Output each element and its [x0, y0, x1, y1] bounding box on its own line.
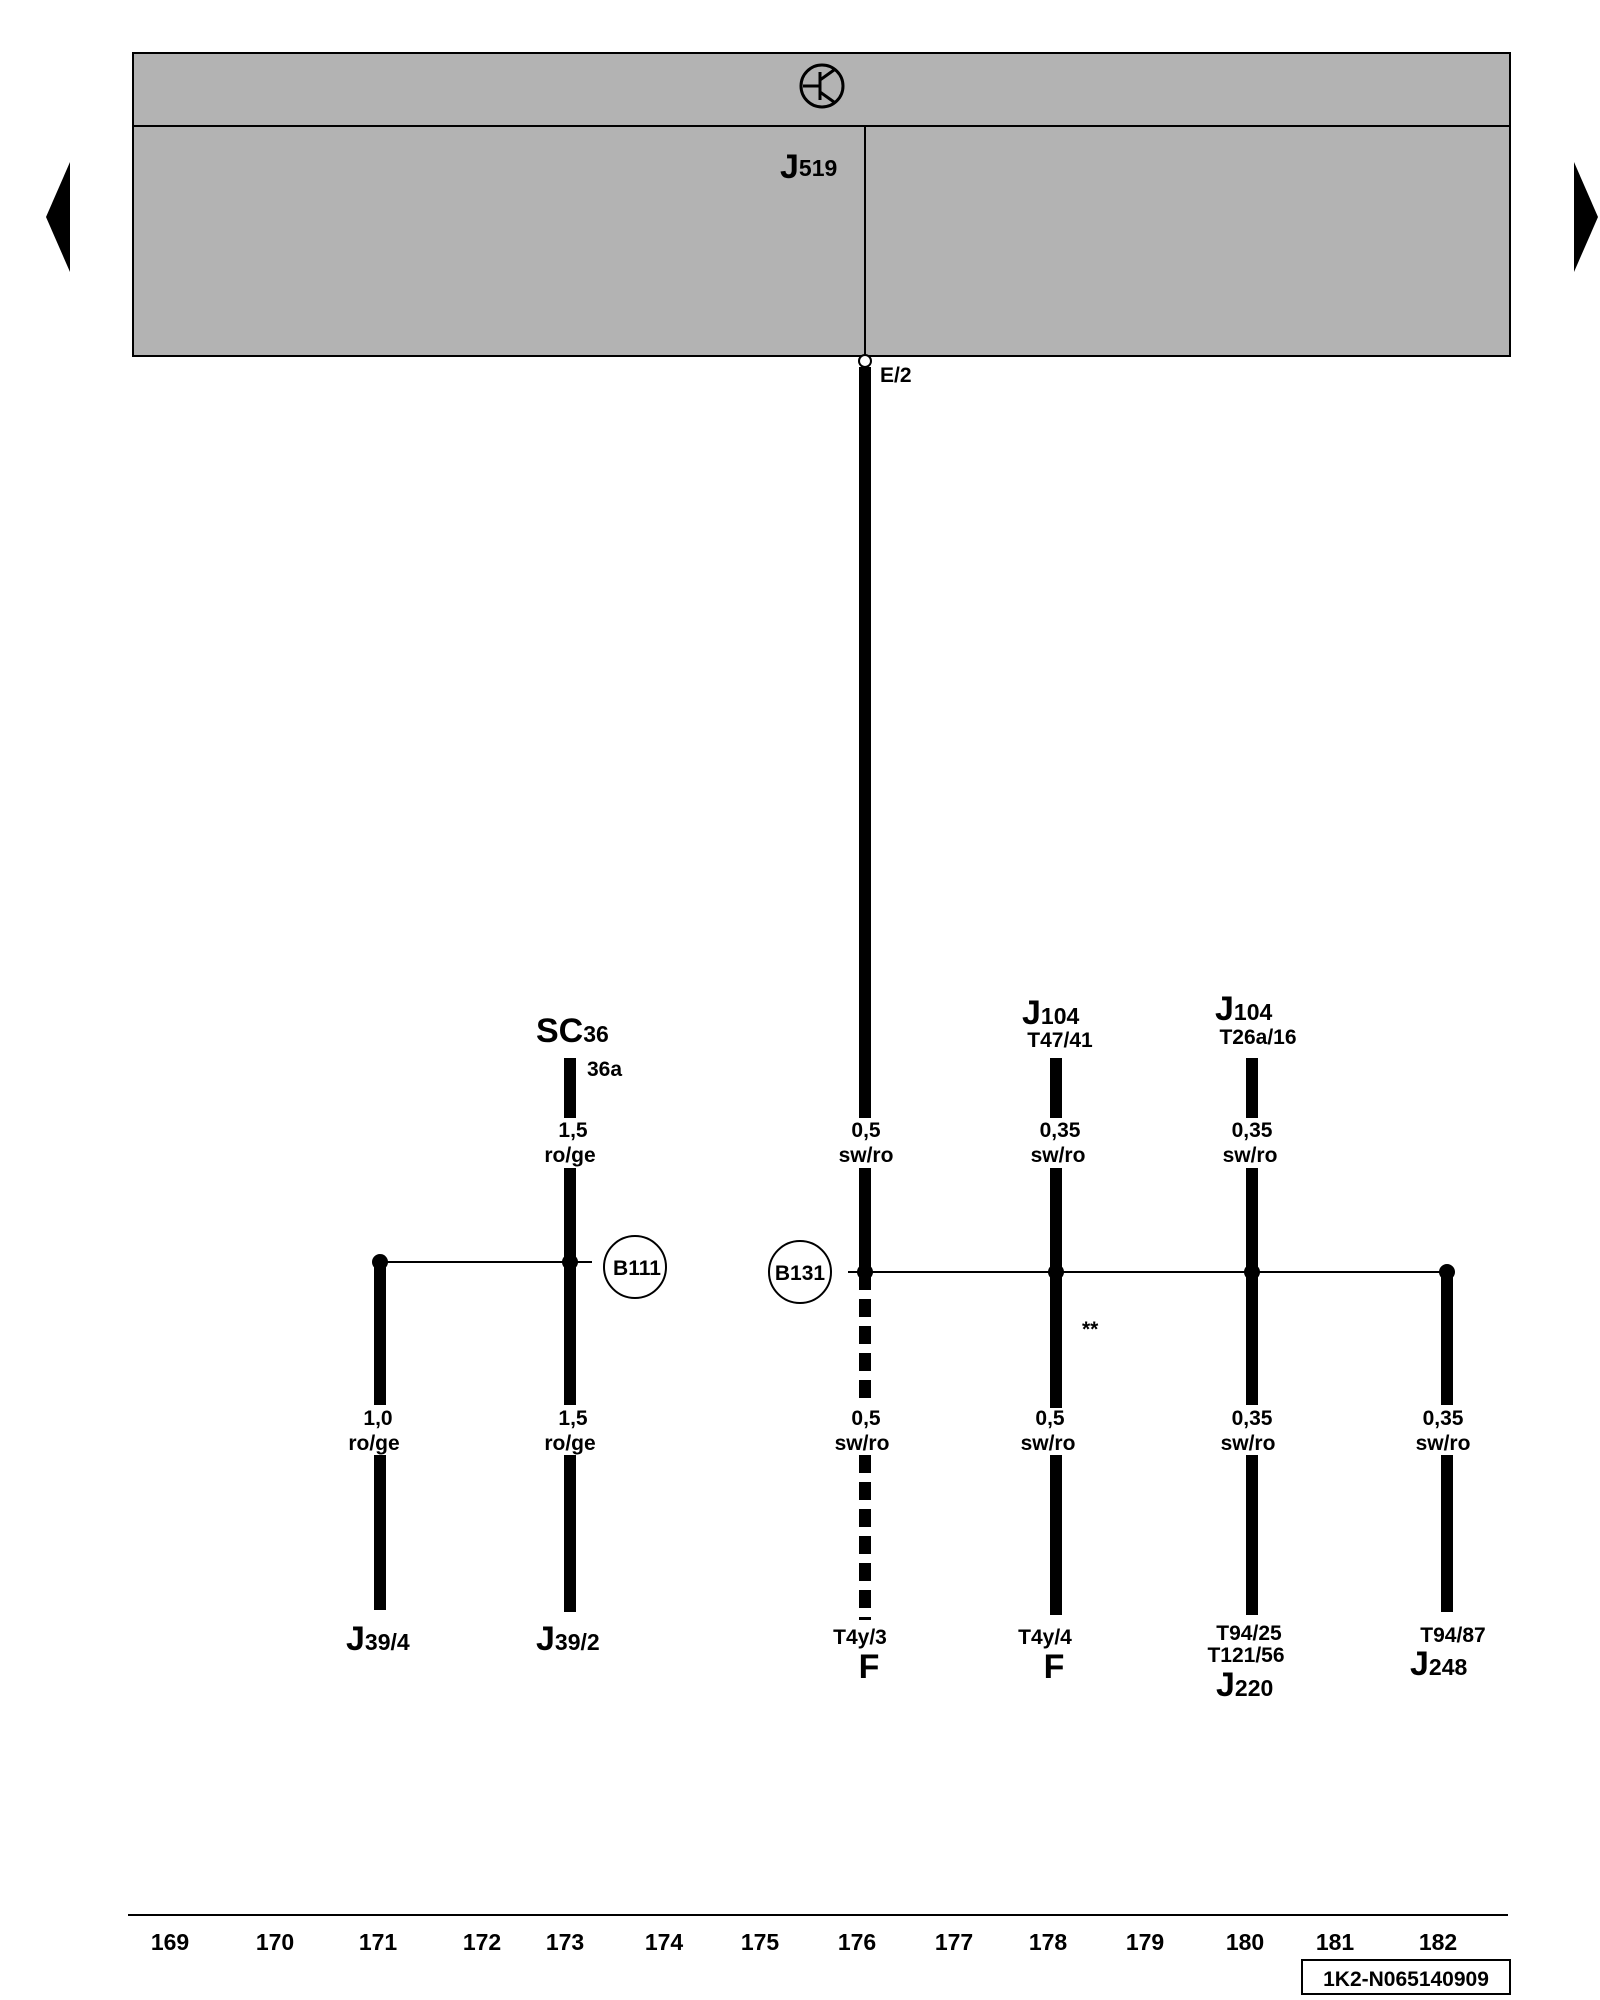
wire-j104a-color: sw/ro — [1031, 1144, 1086, 1167]
scale-tick-label: 179 — [1126, 1929, 1164, 1955]
connection-j39-4: J39/4 — [346, 1620, 410, 1658]
connection-j104a: J104 — [1022, 994, 1080, 1032]
connection-j248-pin: T94/87 — [1420, 1624, 1485, 1647]
scale-tick-label: 170 — [256, 1929, 294, 1955]
splice-b111-label: B111 — [613, 1257, 661, 1280]
pin-e2-label: E/2 — [880, 364, 912, 387]
diagram-id: 1K2-N065140909 — [1323, 1968, 1489, 1991]
scale-ticks: 169 170 171 172 173 174 175 176 177 178 179 180 181 1… — [151, 1929, 1457, 1955]
scale-tick-label: 169 — [151, 1929, 189, 1955]
connection-j220: J220 — [1216, 1666, 1273, 1704]
pin-e2-terminal — [858, 354, 872, 368]
scale-tick-label: 177 — [935, 1929, 973, 1955]
wire-f-t4y4-color: sw/ro — [1021, 1432, 1076, 1455]
triangle-right-icon[interactable] — [1574, 162, 1598, 272]
wire-j248-size: 0,35 — [1423, 1407, 1464, 1430]
wire-f-t4y4-size: 0,5 — [1035, 1407, 1065, 1430]
connection-sc: SC36 — [536, 1012, 609, 1050]
connection-j104a-pin: T47/41 — [1027, 1029, 1093, 1052]
connection-j39-2: J39/2 — [536, 1620, 600, 1658]
scale-tick-label: 173 — [546, 1929, 584, 1955]
wire-j248-color: sw/ro — [1416, 1432, 1471, 1455]
wire-sc-color: ro/ge — [544, 1144, 595, 1167]
scale-tick-label: 174 — [645, 1929, 684, 1955]
scale-tick-label: 180 — [1226, 1929, 1264, 1955]
connection-j248: J248 — [1410, 1645, 1468, 1683]
wire-j220-size: 0,35 — [1232, 1407, 1273, 1430]
connection-f-t4y4: F — [1044, 1648, 1065, 1686]
junction-dot — [1244, 1264, 1260, 1280]
connection-f-t4y3: F — [859, 1648, 880, 1686]
wire-j519-size: 0,5 — [851, 1119, 881, 1142]
wire-j39-4-color: ro/ge — [348, 1432, 399, 1455]
wire-f-t4y3-size: 0,5 — [851, 1407, 881, 1430]
transistor-icon — [799, 63, 845, 109]
scale-tick-label: 178 — [1029, 1929, 1068, 1955]
wire-sc-size: 1,5 — [558, 1119, 588, 1142]
connection-j220-pin2: T121/56 — [1207, 1644, 1284, 1667]
connection-sc-pin: 36a — [587, 1058, 622, 1081]
scale-tick-label: 171 — [359, 1929, 398, 1955]
splice-b131-label: B131 — [775, 1262, 826, 1285]
diagram-id-box — [1301, 1959, 1511, 1995]
control-unit-j519: J519 — [132, 52, 1511, 357]
wire-j220-color: sw/ro — [1221, 1432, 1276, 1455]
scale-tick-label: 181 — [1316, 1929, 1355, 1955]
note-double-asterisk: ** — [1082, 1318, 1099, 1341]
wire-j519-color: sw/ro — [839, 1144, 894, 1167]
wire-j39-4-size: 1,0 — [363, 1407, 392, 1430]
scale-tick-label: 176 — [838, 1929, 876, 1955]
connection-f-t4y3-pin: T4y/3 — [833, 1626, 887, 1649]
connection-j104b: J104 — [1215, 990, 1273, 1028]
wire-f-t4y3-color: sw/ro — [835, 1432, 890, 1455]
splice-b111-symbol — [603, 1235, 667, 1299]
wire-j104a-size: 0,35 — [1040, 1119, 1081, 1142]
connection-j104b-pin: T26a/16 — [1219, 1026, 1296, 1049]
scale-tick-label: 175 — [741, 1929, 780, 1955]
wire-j104b-color: sw/ro — [1223, 1144, 1278, 1167]
component-label-j519: J519 — [780, 148, 837, 186]
wire-j39-2-color: ro/ge — [544, 1432, 595, 1455]
splice-b131-symbol — [768, 1240, 832, 1304]
scale-tick-label: 182 — [1419, 1929, 1457, 1955]
connection-j220-pin1: T94/25 — [1216, 1622, 1282, 1645]
wire-j104b-size: 0,35 — [1232, 1119, 1273, 1142]
triangle-left-icon[interactable] — [46, 162, 70, 272]
connection-f-t4y4-pin: T4y/4 — [1018, 1626, 1072, 1649]
scale-tick-label: 172 — [463, 1929, 501, 1955]
wire-j39-2-size: 1,5 — [558, 1407, 588, 1430]
